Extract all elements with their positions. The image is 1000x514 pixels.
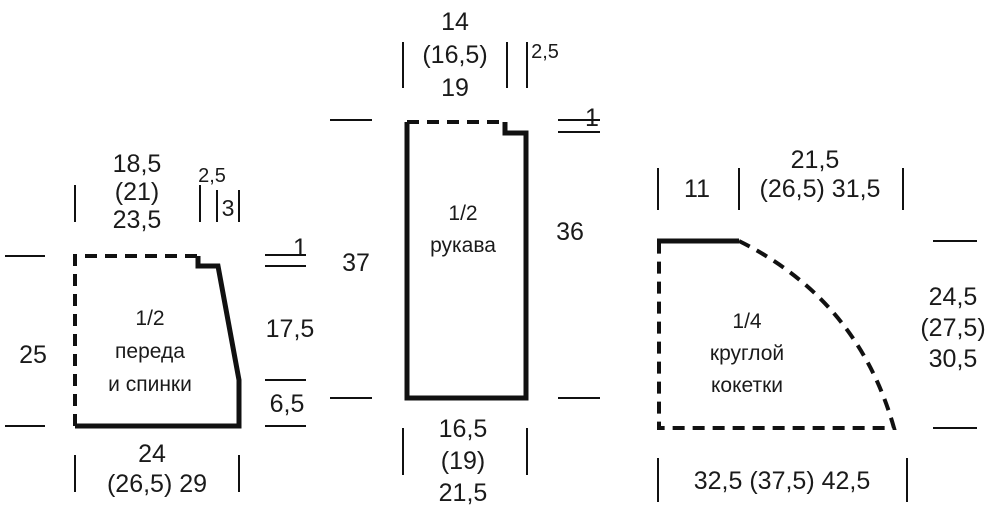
sleeve-bottom-width-1: 16,5 [439, 415, 488, 443]
yoke-height-3: 30,5 [929, 345, 978, 373]
yoke-height-2: (27,5) [920, 314, 985, 342]
sleeve-top-drop: 1 [585, 104, 599, 132]
front-back-shoulder-step: 2,5 [198, 165, 226, 187]
yoke-height-1: 24,5 [929, 283, 978, 311]
sleeve-solid-outline [404, 122, 529, 401]
sleeve-top-width-1: 14 [441, 8, 469, 36]
front-back-label-line3: и спинки [108, 373, 192, 396]
front-back-height: 25 [19, 341, 47, 369]
front-back-bottom-width-1: 24 [138, 440, 166, 468]
front-back-solid-outline [75, 256, 242, 429]
yoke-top-right-line2: (26,5) 31,5 [760, 175, 881, 203]
front-back-label-line2: переда [115, 340, 185, 363]
sleeve-top-step: 2,5 [531, 41, 559, 63]
sleeve-right-height: 36 [556, 218, 584, 246]
front-back-label-line1: 1/2 [135, 307, 164, 330]
front-back-armhole: 17,5 [266, 315, 315, 343]
yoke-label: 1/4 круглой кокетки [710, 310, 784, 397]
front-back-side: 6,5 [270, 390, 305, 418]
yoke-dashed-outline [657, 239, 897, 430]
yoke-piece: 1/4 круглой кокетки 11 21,5 (26,5) 31,5 … [657, 146, 986, 502]
yoke-label-line1: 1/4 [732, 310, 762, 333]
yoke-top-right: 21,5 [791, 146, 840, 174]
yoke-bottom-width: 32,5 (37,5) 42,5 [694, 467, 871, 495]
front-back-bottom-width-2: (26,5) 29 [107, 470, 207, 498]
sleeve-top-width-2: (16,5) [422, 41, 487, 69]
sleeve-bottom-width-2: (19) [441, 447, 485, 475]
front-back-shoulder-drop: 3 [222, 195, 235, 221]
front-back-label: 1/2 переда и спинки [108, 307, 192, 396]
front-back-top-width-3: 23,5 [113, 206, 162, 234]
front-back-neck-drop: 1 [293, 234, 307, 262]
front-back-piece: 1/2 переда и спинки 18,5 (21) 23,5 2,5 3… [5, 150, 314, 498]
sleeve-bottom-width-3: 21,5 [439, 479, 488, 507]
front-back-top-width-1: 18,5 [113, 150, 162, 178]
front-back-dashed-outline [73, 254, 198, 426]
yoke-top-left: 11 [684, 175, 710, 203]
front-back-top-width-2: (21) [115, 178, 159, 206]
yoke-label-line2: круглой [710, 342, 784, 365]
sleeve-left-height: 37 [342, 249, 370, 277]
sleeve-piece: 1/2 рукава 14 (16,5) 19 2,5 1 37 36 16,5… [330, 8, 600, 507]
sleeve-label: 1/2 рукава [430, 202, 496, 257]
yoke-label-line3: кокетки [711, 374, 783, 397]
sleeve-top-width-3: 19 [441, 74, 469, 102]
sleeve-label-line2: рукава [430, 234, 496, 257]
sleeve-label-line1: 1/2 [448, 202, 477, 225]
